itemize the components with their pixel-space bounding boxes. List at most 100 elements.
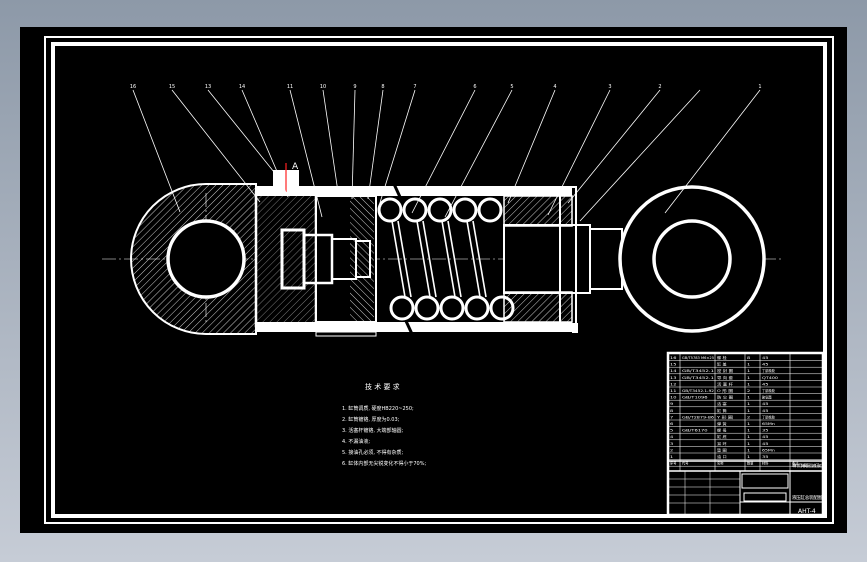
parts-cell: 45 [762, 382, 768, 386]
parts-cell: 缸 盖 [717, 362, 728, 367]
assembly-drawing: A [44, 36, 834, 524]
balloon-2: 2 [658, 84, 661, 90]
balloon-10: 10 [320, 84, 326, 90]
parts-cell: 弹 簧 [717, 421, 728, 426]
parts-cell: 1 [747, 435, 750, 439]
parts-cell: GB/T3452.1 [682, 369, 714, 373]
parts-cell: 1 [747, 402, 750, 406]
left-eye [130, 183, 257, 335]
cylinder-barrel [256, 183, 572, 337]
balloon-1: 1 [758, 84, 761, 90]
parts-cell: QT400 [762, 376, 778, 380]
tech-item-4: 4. 不漏油液; [342, 438, 370, 445]
parts-cell: O 形 圈 [717, 388, 733, 393]
parts-cell: 9 [670, 402, 673, 406]
parts-header-cell: 数量 [747, 461, 754, 466]
cylinder-head [503, 186, 578, 333]
parts-header-cell: 材料 [762, 461, 769, 466]
parts-cell: 防 尘 圈 [717, 395, 733, 400]
piston [280, 195, 377, 323]
parts-cell: 35 [762, 455, 768, 459]
balloon-5: 5 [510, 84, 513, 90]
parts-header-cell: 序号 [670, 461, 676, 466]
parts-cell: 45 [762, 402, 768, 406]
parts-cell: 1 [747, 448, 750, 452]
parts-cell: 45 [762, 363, 768, 367]
parts-cell: 螺 母 [717, 428, 727, 433]
tech-item-3: 3. 活塞杆镀铬, 大端部轴圆; [342, 427, 404, 434]
tech-item-1: 1. 缸筒调质, 硬度HB220~250; [342, 405, 414, 412]
parts-cell: 1 [747, 369, 750, 373]
title-block [666, 351, 825, 517]
parts-cell: 活 塞 杆 [717, 381, 734, 386]
parts-cell: 45 [762, 409, 768, 413]
parts-cell: 45 [762, 435, 768, 439]
parts-cell: GB/T3452.1-92 [682, 389, 714, 393]
parts-cell: 螺 栓 [717, 355, 728, 360]
parts-cell: 12 [670, 382, 676, 386]
balloon-8: 8 [381, 84, 384, 90]
inner-border [51, 42, 827, 518]
parts-cell: 丁腈橡胶 [762, 388, 776, 393]
parts-cell: 4 [670, 435, 673, 439]
parts-cell: 1 [747, 363, 750, 367]
balloon-9: 9 [353, 84, 356, 90]
parts-cell: 15 [670, 363, 676, 367]
return-spring [377, 197, 515, 321]
parts-cell: 16 [670, 356, 676, 360]
tech-item-2: 2. 缸筒镀铬, 厚度为0.03; [342, 416, 400, 423]
balloon-11: 11 [287, 84, 293, 90]
parts-cell: 缸 筒 [717, 408, 727, 413]
piston-rod [503, 224, 591, 294]
parts-cell: 1 [747, 409, 750, 413]
parts-cell: 8 [747, 356, 750, 360]
parts-cell: 8 [670, 409, 673, 413]
parts-header-cell: 代号 [682, 461, 688, 466]
parts-cell: 13 [670, 376, 676, 380]
leaders [132, 89, 761, 222]
parts-cell: 10 [670, 396, 676, 400]
balloon-6: 6 [473, 84, 476, 90]
parts-cell: 2 [747, 415, 750, 419]
parts-cell: 45 [762, 442, 768, 446]
drawing-number: AHT-4 [798, 508, 816, 515]
parts-cell: GB/T2879-86 [682, 415, 714, 419]
tech-item-6: 6. 缸体内部无尖锐变化不得小于70%; [342, 460, 426, 467]
parts-cell: 耳 环 [717, 442, 727, 446]
parts-cell: GB/T5783 M6×25 [682, 356, 714, 360]
parts-cell: 1 [747, 376, 750, 380]
parts-cell: 2 [670, 448, 673, 452]
outer-border [44, 36, 834, 524]
cad-viewport[interactable]: A [20, 27, 847, 533]
oil-port: A [273, 162, 299, 192]
drawing-title: 单作用弹簧复位液压缸 [792, 462, 822, 468]
parts-cell: 1 [670, 455, 673, 459]
parts-cell: 密 封 圈 [717, 368, 733, 373]
parts-cell: 丁腈橡胶 [762, 414, 776, 419]
parts-cell: 1 [747, 442, 750, 446]
balloon-3: 3 [608, 84, 611, 90]
parts-cell: GB/T6170 [682, 429, 708, 433]
title-block-grid [668, 471, 740, 515]
title-block-text: 单作用弹簧复位液压缸 液压缸总装配图 AHT-4 [792, 462, 823, 515]
parts-cell: 垫 圈 [717, 447, 727, 452]
balloon-7: 7 [413, 84, 416, 90]
parts-cell: 65Mn [762, 422, 775, 426]
balloon-16: 16 [130, 84, 136, 90]
parts-cell: 5 [670, 429, 673, 433]
section-mark: A [292, 162, 299, 172]
parts-cell: 导 向 套 [717, 375, 734, 380]
parts-cell: 14 [670, 369, 676, 373]
parts-cell: 油 口 [717, 454, 727, 459]
parts-cell: Y 形 圈 [717, 414, 733, 419]
parts-cell: 活 塞 [717, 401, 728, 406]
parts-cell: 聚氨酯 [762, 395, 772, 400]
parts-cell: GB/T3452.1 [682, 376, 714, 380]
parts-cell: 1 [747, 396, 750, 400]
parts-cell: 1 [747, 429, 750, 433]
tech-item-5: 5. 接油孔必须, 不得有杂质; [342, 449, 404, 456]
parts-cell: 65Mn [762, 448, 775, 452]
balloon-13: 13 [205, 84, 211, 90]
parts-cell: 1 [747, 382, 750, 386]
